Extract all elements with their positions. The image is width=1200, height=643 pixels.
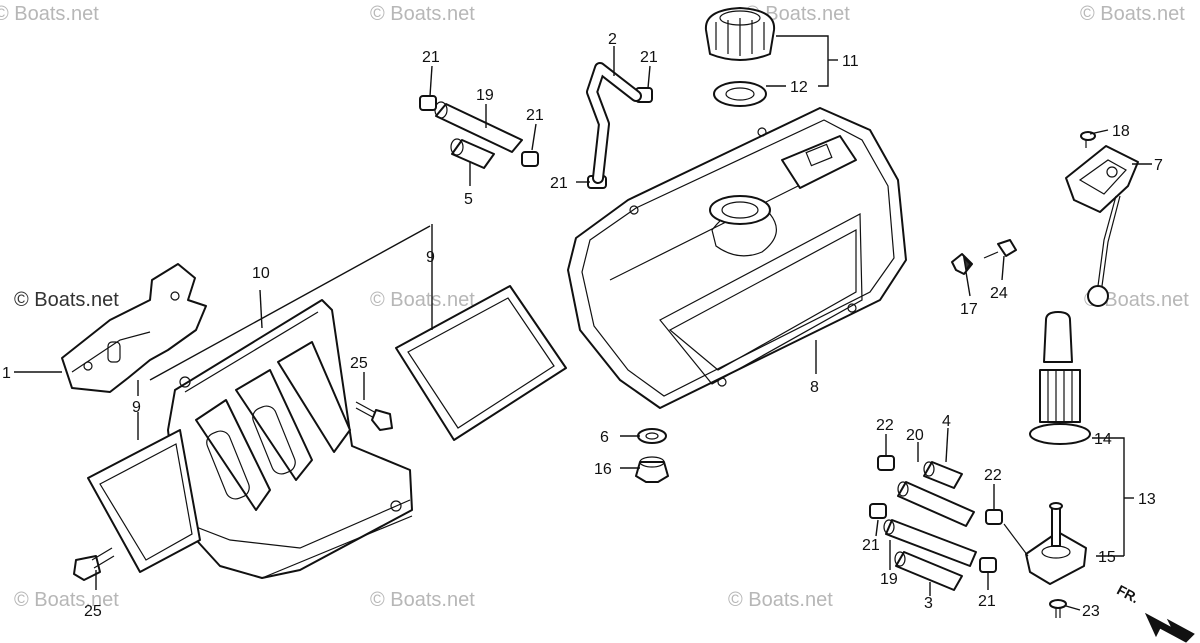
callout-8: 8: [810, 379, 819, 396]
watermark-text: © Boats.net: [370, 589, 475, 611]
hose-part-4: [923, 461, 963, 489]
callout-20: 20: [906, 427, 924, 444]
callout-13: 13: [1138, 491, 1156, 508]
callout-9: 9: [426, 249, 435, 266]
callout-19: 19: [476, 87, 494, 104]
callout-25: 25: [350, 355, 368, 372]
pad-part-9-lower: [87, 429, 201, 573]
callout-11: 11: [842, 53, 859, 70]
support-frame-part-10: [167, 299, 413, 579]
hose-part-20: [897, 481, 975, 527]
callout-4: 4: [942, 413, 951, 430]
callout-25: 25: [84, 603, 102, 620]
clip-part-17: [951, 253, 973, 275]
callout-19: 19: [880, 571, 898, 588]
clamp-part-21: [419, 87, 653, 189]
callout-21: 21: [640, 49, 658, 66]
front-direction-arrow: FR.: [1114, 581, 1195, 643]
callout-17: 17: [960, 301, 978, 318]
bolt-part-25-lower: [73, 547, 115, 581]
callout-5: 5: [464, 191, 473, 208]
callout-7: 7: [1154, 157, 1163, 174]
callout-15: 15: [1098, 549, 1116, 566]
callout-9: 9: [132, 399, 141, 416]
fuel-cock-part-15: [1003, 502, 1087, 585]
fuel-strainer-part-14: [1029, 311, 1091, 445]
bent-hose-part-2: [586, 62, 642, 184]
callout-21: 21: [422, 49, 440, 66]
watermark-text: © Boats.net: [14, 589, 119, 611]
callout-18: 18: [1112, 123, 1130, 140]
watermark-text: © Boats.net: [1080, 3, 1185, 25]
watermark-text: © Boats.net: [14, 289, 119, 311]
watermark-text: © Boats.net: [728, 589, 833, 611]
bracket-part-1: [61, 263, 207, 393]
callout-3: 3: [924, 595, 933, 612]
bolt-part-25-upper: [355, 401, 393, 431]
watermark-text: © Boats.net: [1084, 289, 1189, 311]
hose-part-19: [434, 101, 523, 153]
hose-part-19-lower: [883, 519, 977, 567]
callout-14: 14: [1094, 431, 1112, 448]
callout-2: 2: [608, 31, 617, 48]
callout-22: 22: [876, 417, 894, 434]
callout-16: 16: [594, 461, 612, 478]
callout-22: 22: [984, 467, 1002, 484]
callout-21: 21: [862, 537, 880, 554]
fuel-tank-part-8: [567, 107, 907, 409]
watermark-text: © Boats.net: [370, 289, 475, 311]
watermark-text: © Boats.net: [0, 3, 99, 25]
washer-part-6: [637, 428, 667, 444]
gasket-part-12: [713, 81, 767, 107]
arrow-icon: [1144, 612, 1195, 643]
clamp-part-21-lower: [869, 503, 997, 573]
watermark-text: © Boats.net: [370, 3, 475, 25]
callout-21: 21: [978, 593, 996, 610]
hose-part-5: [450, 138, 495, 169]
callout-6: 6: [600, 429, 609, 446]
callout-1: 1: [2, 365, 11, 382]
callout-23: 23: [1082, 603, 1100, 620]
callout-24: 24: [990, 285, 1008, 302]
leader-lines: [14, 35, 1152, 611]
pad-part-9-upper: [395, 285, 567, 441]
screw-part-24: [983, 239, 1017, 259]
callout-21: 21: [550, 175, 568, 192]
clamp-part-22: [877, 455, 1003, 525]
drain-bolt-part-16: [635, 456, 669, 483]
front-label: FR.: [1114, 581, 1141, 606]
callouts: 1 2 3 4 5 6 7 8 9 9 10 11 12 13 14 15 16…: [2, 31, 1163, 620]
screw-part-23: [1049, 599, 1067, 618]
screw-part-18: [1080, 131, 1096, 148]
callout-12: 12: [790, 79, 808, 96]
callout-21: 21: [526, 107, 544, 124]
fuel-gauge-part-7: [1065, 145, 1139, 307]
hose-part-3: [894, 551, 963, 591]
watermarks: © Boats.net © Boats.net © Boats.net © Bo…: [0, 3, 1189, 611]
fuel-cap-part-11: [704, 7, 776, 61]
callout-10: 10: [252, 265, 270, 282]
